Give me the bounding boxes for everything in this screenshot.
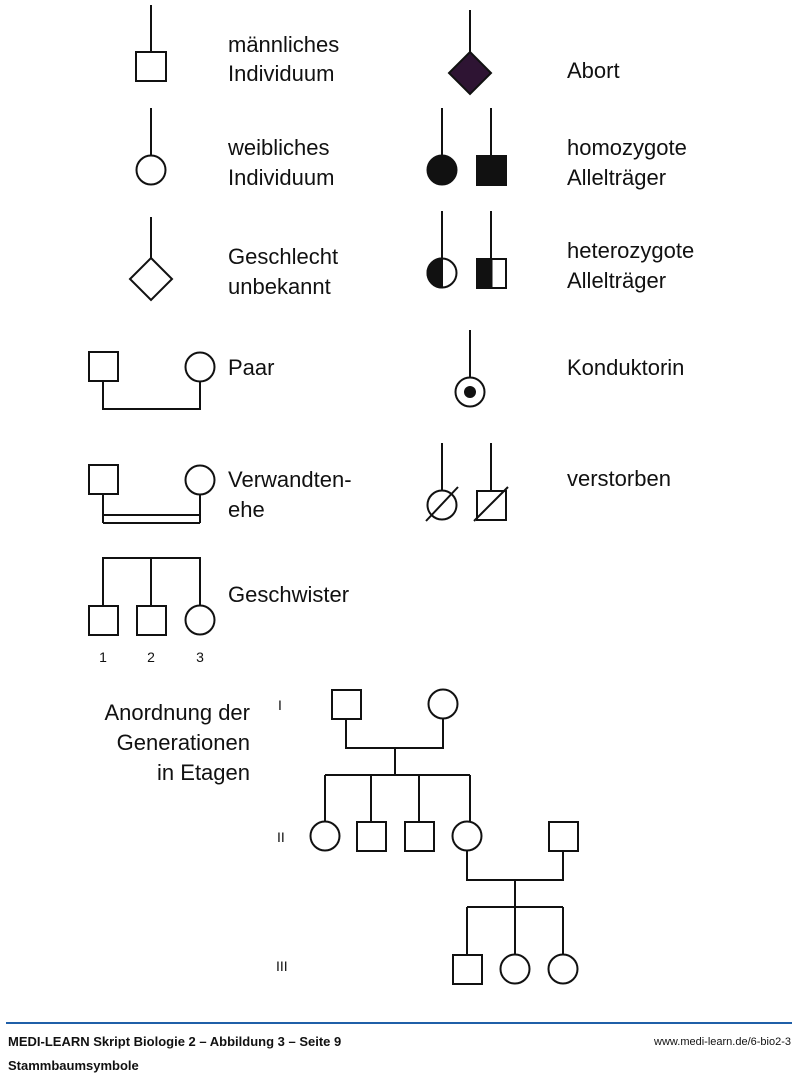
deceased-label: verstorben <box>567 466 671 491</box>
homozygous-label-line2: Allelträger <box>567 165 666 190</box>
male-label-line2: Individuum <box>228 61 334 86</box>
consanguineous-couple-icon <box>88 464 216 524</box>
generation-pedigree <box>309 688 579 985</box>
generations-label-line1: Anordnung der <box>104 700 250 725</box>
female-label-line2: Individuum <box>228 165 334 190</box>
heterozygous-label-line1: heterozygote <box>567 238 694 263</box>
deceased-icons <box>425 443 509 522</box>
generation-level-3: III <box>276 958 288 974</box>
generations-label-line3: in Etagen <box>157 760 250 785</box>
couple-symbol-icon <box>88 351 216 410</box>
sibling-number-2: 2 <box>147 649 155 665</box>
female-label-line1: weibliches <box>227 135 330 160</box>
heterozygous-label-line2: Allelträger <box>567 268 666 293</box>
unknown-sex-label-line1: Geschlecht <box>228 244 338 269</box>
siblings-symbol-icon <box>88 557 216 636</box>
carrier-female-icon <box>454 330 486 408</box>
consanguineous-label-line1: Verwandten- <box>228 467 352 492</box>
female-symbol-icon <box>135 108 167 186</box>
abortion-diamond-icon <box>447 10 493 96</box>
siblings-label: Geschwister <box>228 582 349 607</box>
carrier-label: Konduktorin <box>567 355 684 380</box>
generation-level-2: II <box>277 829 285 845</box>
gen1-female <box>427 688 459 720</box>
footer-url-link[interactable]: www.medi-learn.de/6-bio2-3 <box>654 1036 791 1048</box>
sibling-number-3: 3 <box>196 649 204 665</box>
heterozygous-carrier-icons <box>426 211 507 289</box>
homozygous-carrier-icons <box>426 108 507 186</box>
footer-subtitle: Stammbaumsymbole <box>8 1058 139 1073</box>
footer-title: MEDI-LEARN Skript Biologie 2 – Abbildung… <box>8 1034 342 1049</box>
unknown-sex-label-line2: unbekannt <box>228 274 331 299</box>
gen1-male <box>331 689 362 720</box>
male-label-line1: männliches <box>228 32 339 57</box>
couple-label: Paar <box>228 355 274 380</box>
pedigree-symbols-diagram: männliches Individuum weibliches Individ… <box>88 5 694 985</box>
consanguineous-label-line2: ehe <box>228 497 265 522</box>
sibling-number-1: 1 <box>99 649 107 665</box>
male-symbol-icon <box>135 5 167 82</box>
footer-divider <box>6 1022 792 1024</box>
generation-level-1: I <box>278 697 282 713</box>
homozygous-label-line1: homozygote <box>567 135 687 160</box>
abortion-label: Abort <box>567 58 620 83</box>
unknown-sex-diamond-icon <box>128 217 174 302</box>
generations-label-line2: Generationen <box>117 730 250 755</box>
